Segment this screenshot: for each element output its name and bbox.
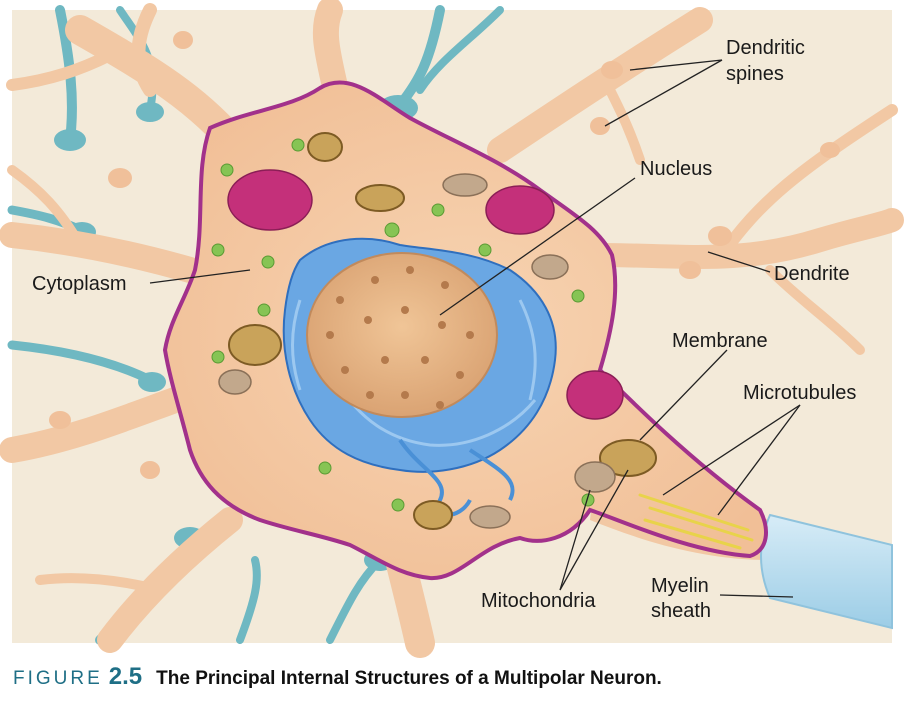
label-nucleus: Nucleus <box>640 158 712 180</box>
microtubules-shapes <box>638 493 754 550</box>
label-dendritic-spines-line2: spines <box>726 63 784 85</box>
dendritic-spines-shapes <box>49 31 840 479</box>
nuclear-pores <box>326 266 474 409</box>
mitochondria-shapes <box>228 132 657 530</box>
label-dendrite: Dendrite <box>774 263 850 285</box>
label-cytoplasm: Cytoplasm <box>32 273 126 295</box>
label-membrane: Membrane <box>672 330 768 352</box>
caption-figure-word: FIGURE <box>13 668 103 689</box>
leader-lines <box>149 59 801 598</box>
vesicles <box>211 138 595 512</box>
label-mitochondria: Mitochondria <box>481 590 596 612</box>
label-myelin-sheath-line1: Myelin <box>651 575 709 597</box>
label-myelin-sheath-line2: sheath <box>651 600 711 622</box>
label-dendritic-spines-line1: Dendritic <box>726 37 805 59</box>
nucleus-shape <box>306 252 498 418</box>
er-tubules <box>398 438 515 517</box>
caption-figure-number: 2.5 <box>108 663 143 690</box>
caption-title: The Principal Internal Structures of a M… <box>156 668 662 689</box>
golgi-apparatus <box>227 169 624 420</box>
label-microtubules: Microtubules <box>743 382 856 404</box>
neutral-organelles <box>218 173 616 529</box>
